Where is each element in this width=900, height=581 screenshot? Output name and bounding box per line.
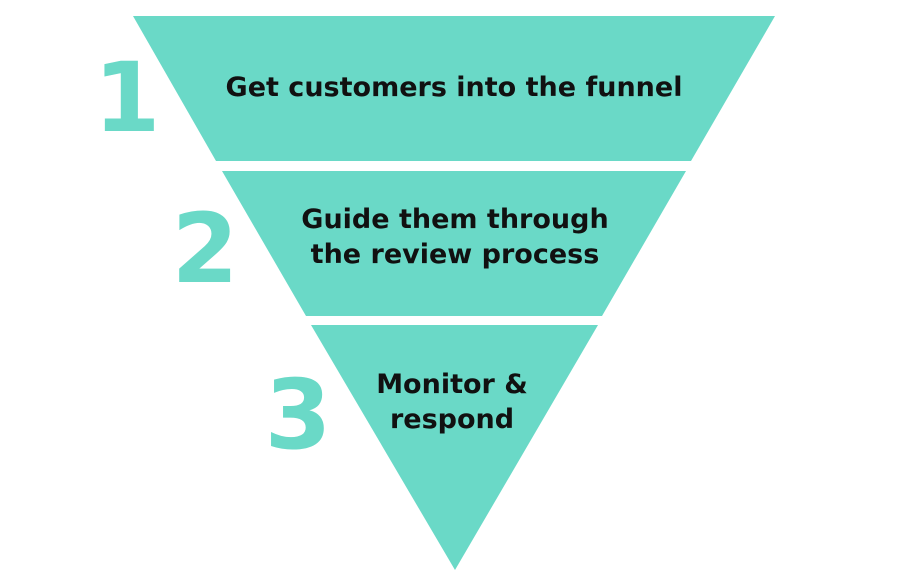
funnel-stage-3-shape [311, 325, 598, 570]
funnel-stage-2-shape [222, 171, 686, 316]
stage-1-label-line-1: Get customers into the funnel [226, 72, 683, 103]
funnel-stage-1-shape [133, 16, 775, 161]
stage-2-number: 2 [172, 193, 239, 305]
funnel-stage-2: 2 Guide them through the review process [172, 171, 686, 316]
stage-1-number: 1 [94, 42, 161, 154]
stage-2-label-line-1: Guide them through [301, 204, 608, 235]
stage-2-label-line-2: the review process [311, 239, 600, 270]
funnel-stage-1: 1 Get customers into the funnel [94, 16, 775, 161]
funnel-stage-3: 3 Monitor & respond [265, 325, 598, 570]
stage-3-label-line-2: respond [390, 404, 514, 435]
stage-3-label-line-1: Monitor & [376, 369, 528, 400]
stage-3-number: 3 [265, 359, 332, 471]
